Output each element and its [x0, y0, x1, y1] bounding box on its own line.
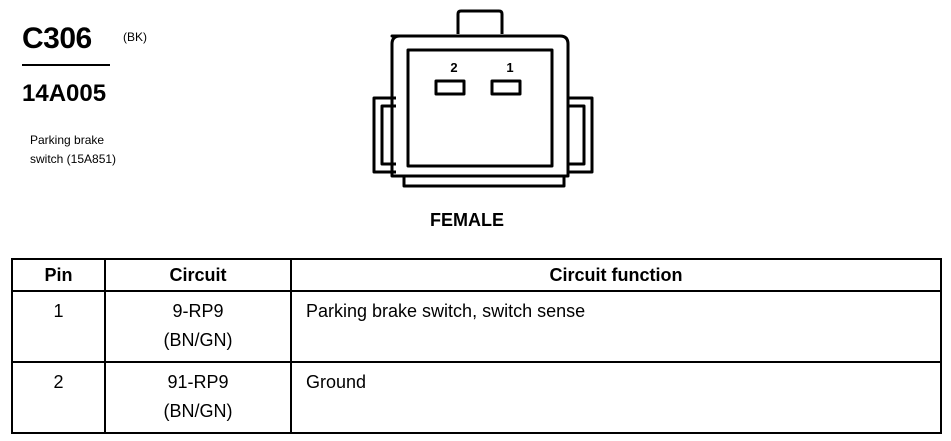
circuit-function: Ground [290, 361, 942, 434]
circuit-function: Parking brake switch, switch sense [290, 290, 942, 363]
part-number: 14A005 [22, 80, 107, 107]
right-flange [568, 96, 594, 174]
header-circuit-function: Circuit function [290, 258, 942, 292]
connector-outer-shell [390, 34, 570, 178]
circuit-cell: 9-RP9 (BN/GN) [104, 290, 292, 363]
table-row: 2 91-RP9 (BN/GN) Ground [11, 361, 942, 434]
connector-id: C306 [22, 22, 92, 55]
circuit-id: 9-RP9 [172, 301, 224, 321]
connector-inner-shell [406, 48, 554, 168]
table-header-row: Pin Circuit Circuit function [11, 258, 942, 292]
description-line-1: Parking brake [30, 133, 105, 147]
connector-face-diagram: 2 1 [372, 9, 594, 188]
pin-number: 1 [11, 290, 106, 363]
connector-title-block: C306 (BK) [22, 22, 147, 56]
pinout-table: Pin Circuit Circuit function 1 9-RP9 (BN… [11, 258, 942, 434]
description-line-2: switch (15A851) [30, 152, 117, 166]
circuit-cell: 91-RP9 (BN/GN) [104, 361, 292, 434]
connector-color-code: (BK) [123, 30, 147, 44]
cavity-label-1: 1 [506, 60, 513, 75]
cavity-1 [490, 79, 522, 96]
pin-number: 2 [11, 361, 106, 434]
view-label: FEMALE [430, 210, 504, 230]
wire-color: (BN/GN) [163, 330, 233, 350]
title-underline [22, 64, 110, 66]
connector-description: Parking brake switch (15A851) [30, 131, 210, 169]
right-flange-inner [568, 104, 586, 166]
bottom-lip [402, 176, 566, 188]
header-circuit: Circuit [104, 258, 292, 292]
cavity-label-2: 2 [450, 60, 457, 75]
left-flange-inner [380, 104, 396, 166]
circuit-id: 91-RP9 [167, 372, 229, 392]
wire-color: (BN/GN) [163, 401, 233, 421]
left-flange [372, 96, 396, 174]
header-pin: Pin [11, 258, 106, 292]
table-row: 1 9-RP9 (BN/GN) Parking brake switch, sw… [11, 290, 942, 363]
cavity-2 [434, 79, 466, 96]
latch-tab [456, 9, 504, 34]
